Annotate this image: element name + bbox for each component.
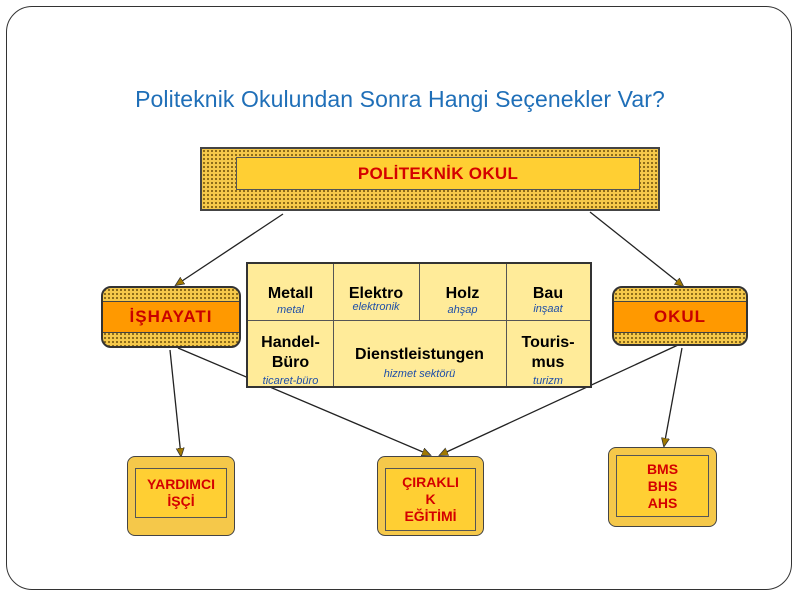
sector-bau: Bau inşaat	[532, 285, 564, 315]
ciraklik-egitimi-inner: ÇIRAKLI K EĞİTİMİ	[385, 468, 476, 531]
okul-box: OKUL	[612, 286, 748, 346]
sector-table: Metall metal Elektro elektronik Holz ahş…	[246, 262, 592, 388]
arrow-top-to-okul	[589, 211, 683, 286]
yardimci-isci-line1: YARDIMCI	[147, 476, 215, 492]
yardimci-isci-box: YARDIMCI İŞÇİ	[127, 456, 235, 536]
yardimci-isci-line2: İŞÇİ	[167, 493, 195, 509]
ishayati-box: İŞHAYATI	[101, 286, 241, 348]
sector-elektro: Elektro elektronik	[348, 285, 404, 313]
arrow-ishayati-to-ciraklik	[177, 347, 430, 455]
bms-label: BMS	[646, 460, 679, 477]
arrow-okul-to-bms	[664, 347, 683, 446]
page-title: Politeknik Okulundan Sonra Hangi Seçenek…	[135, 86, 665, 112]
arrow-ishayati-to-yardimci	[169, 349, 181, 456]
ciraklik-egitimi-box: ÇIRAKLI K EĞİTİMİ	[377, 456, 484, 536]
ciraklik-line2: K	[425, 491, 436, 507]
ishayati-label: İŞHAYATI	[103, 301, 239, 333]
ciraklik-line1: ÇIRAKLI	[402, 474, 459, 490]
sector-handel-buero: Handel- Büro ticaret-büro	[261, 334, 320, 387]
ciraklik-line3: EĞİTİMİ	[404, 508, 457, 524]
bms-bhs-ahs-inner: BMS BHS AHS	[616, 455, 709, 517]
bhs-label: BHS	[647, 477, 678, 494]
sector-tourismus: Touris- mus turizm	[521, 334, 575, 387]
okul-label: OKUL	[614, 301, 746, 333]
arrow-okul-to-ciraklik	[440, 344, 679, 455]
sector-holz: Holz ahşap	[445, 285, 480, 316]
sector-metall: Metall metal	[267, 285, 314, 316]
politeknik-okul-label: POLİTEKNİK OKUL	[236, 157, 640, 190]
ahs-label: AHS	[647, 494, 678, 511]
arrow-top-to-ishayati	[176, 213, 284, 285]
sector-dienstleistungen: Dienstleistungen hizmet sektörü	[355, 346, 484, 380]
bms-bhs-ahs-box: BMS BHS AHS	[608, 447, 717, 527]
yardimci-isci-inner: YARDIMCI İŞÇİ	[135, 468, 227, 518]
